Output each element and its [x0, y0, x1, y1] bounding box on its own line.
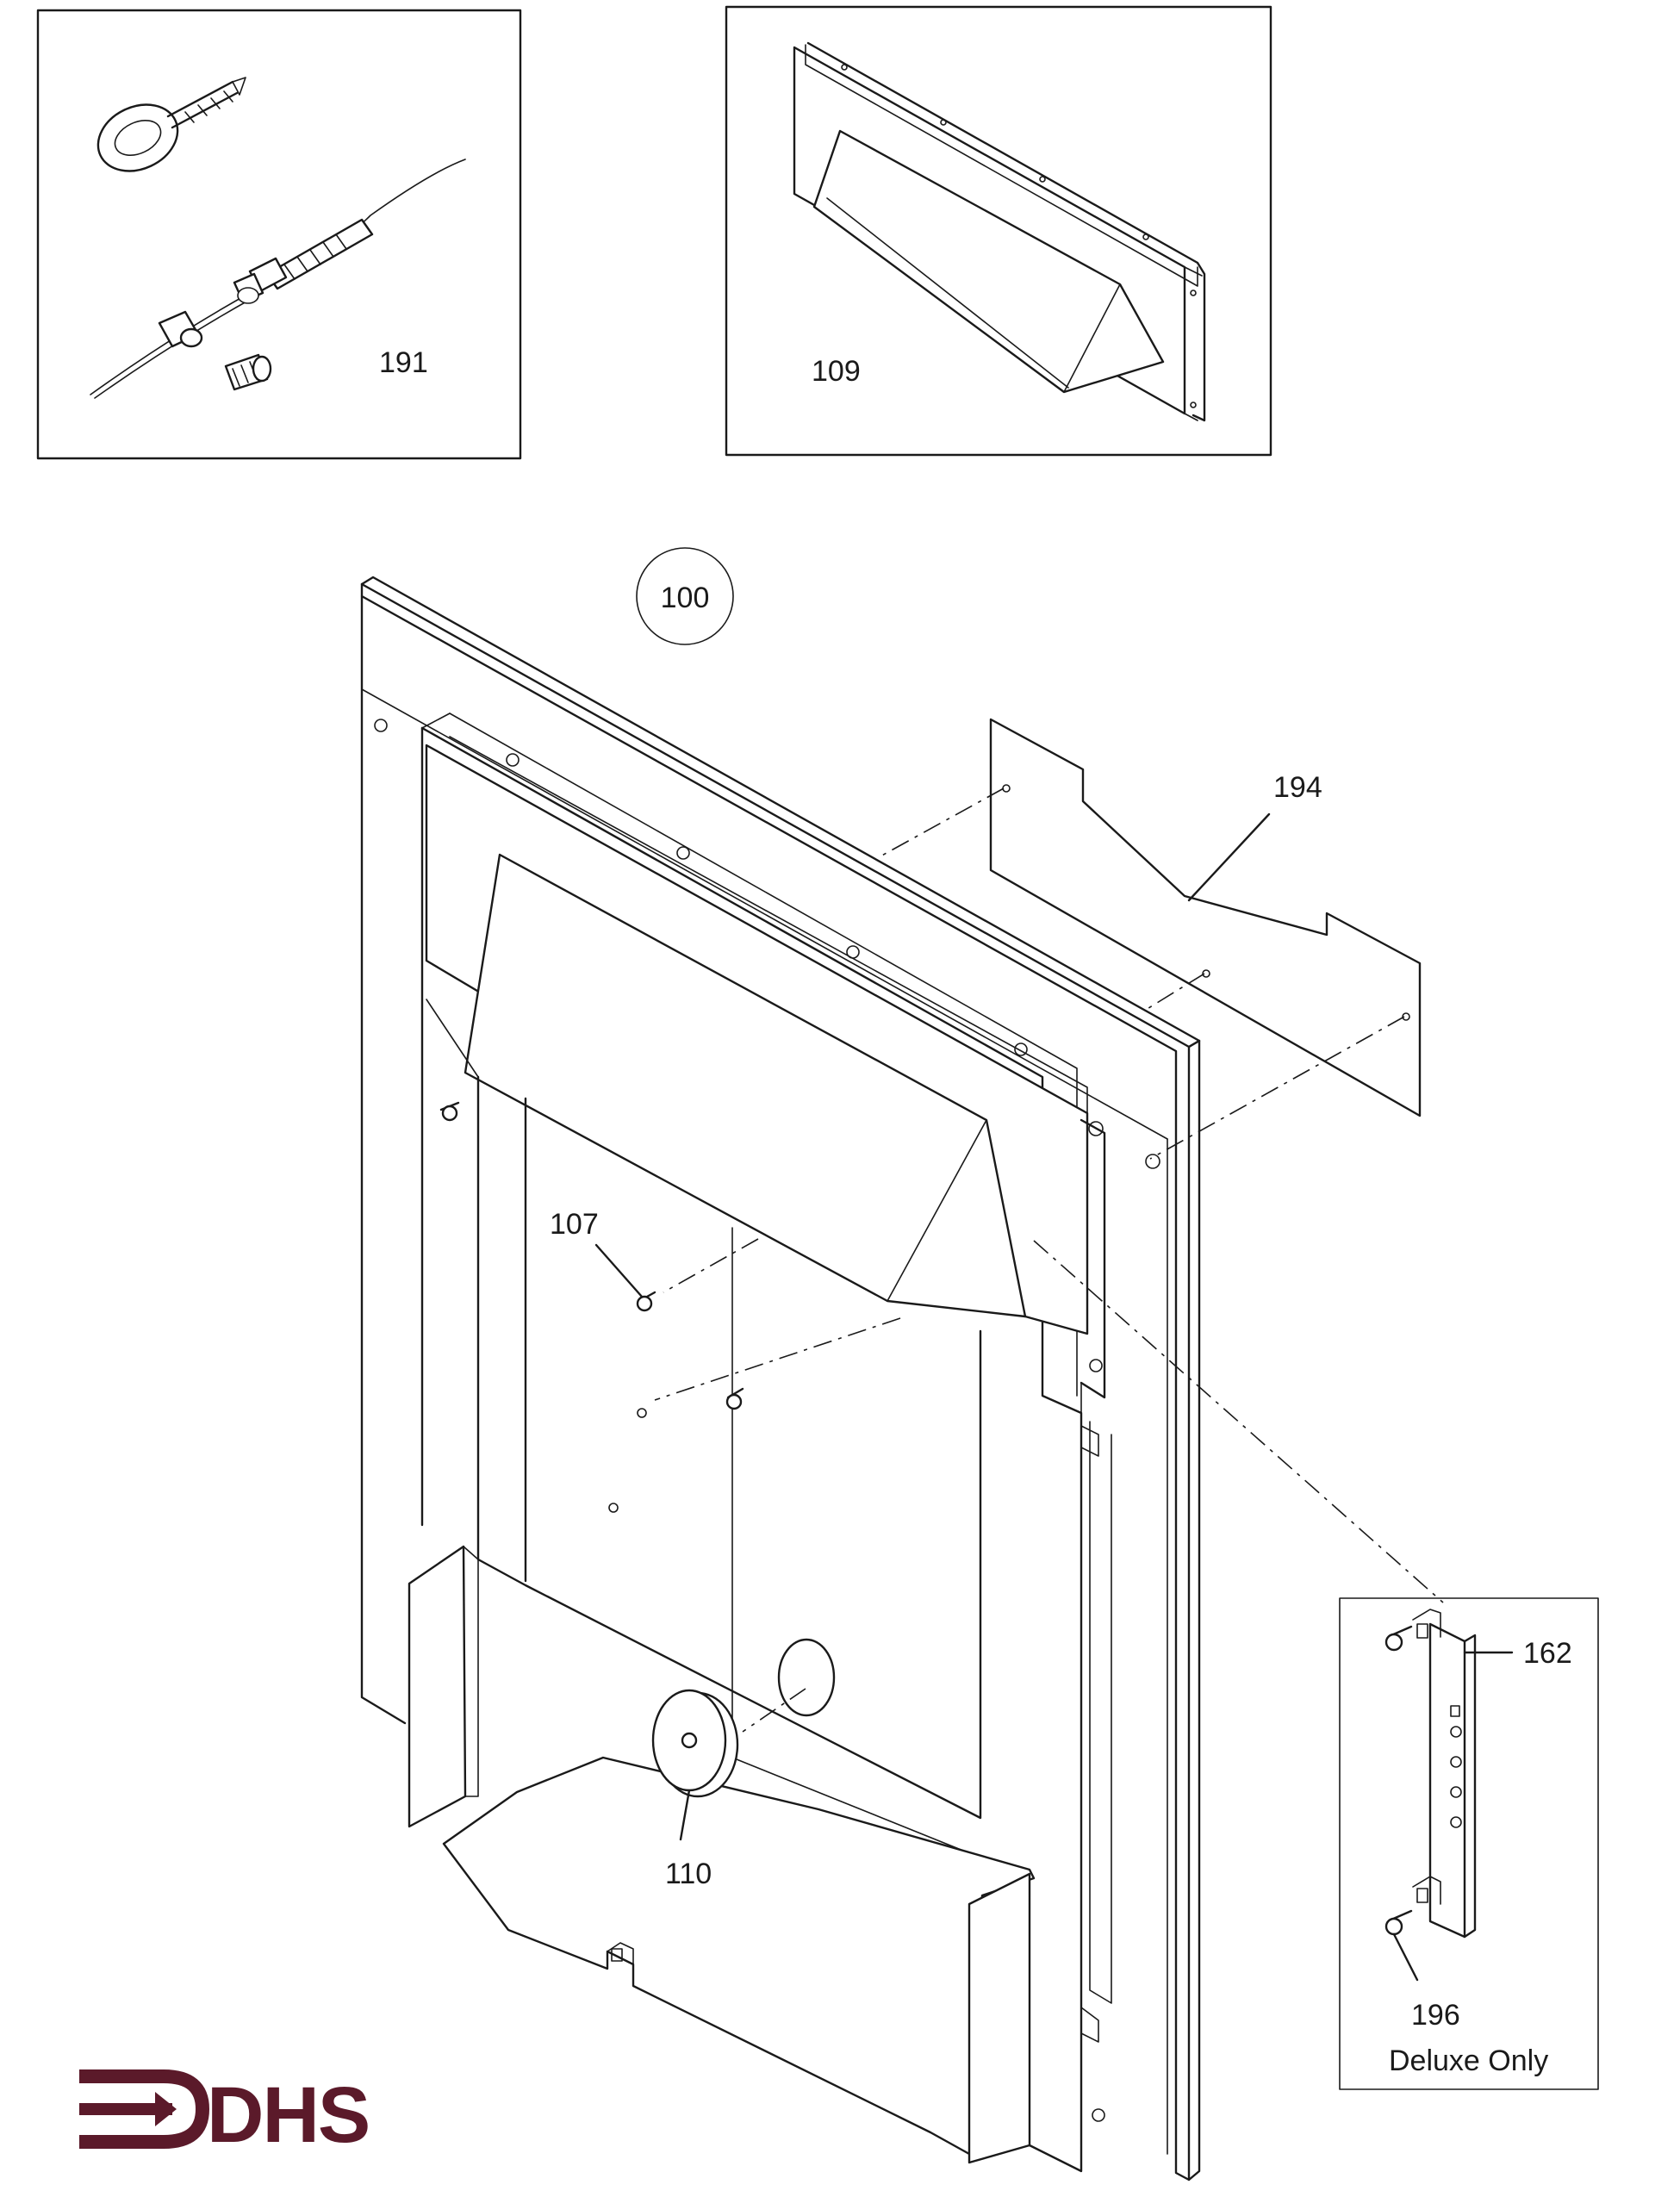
dhs-logo: DHS [79, 2069, 370, 2159]
eye-bolt-icon [96, 77, 246, 172]
main-panel-assembly [360, 576, 1201, 2181]
screw-icon [439, 1101, 460, 1122]
hood-part-icon [793, 41, 1206, 422]
bracket-194: 194 [989, 718, 1422, 1117]
inset-109: 109 [725, 5, 1272, 457]
callout-107: 107 [550, 1208, 599, 1241]
cable-assembly-icon [90, 159, 466, 399]
callout-196: 196 [1411, 1999, 1460, 2032]
control-bar-icon [1412, 1609, 1477, 1939]
deluxe-only-note: Deluxe Only [1389, 2045, 1548, 2077]
screw-icon [636, 1291, 656, 1312]
callout-194: 194 [1273, 771, 1322, 804]
assembly-number-badge: 100 [636, 547, 734, 645]
inset-162: 162 196 Deluxe Only [1339, 1597, 1599, 2090]
inset-191: 191 [36, 9, 522, 460]
callout-109: 109 [812, 355, 861, 388]
logo-text: DHS [207, 2071, 369, 2159]
screw-icon [224, 353, 272, 391]
grommet-icon [651, 1638, 836, 1798]
callout-100: 100 [661, 582, 710, 614]
screw-icon [725, 1387, 744, 1410]
screw-icon [1384, 1625, 1413, 1652]
leader-107 [594, 1243, 644, 1298]
leader-110 [679, 1789, 691, 1841]
callout-191: 191 [379, 346, 428, 379]
callout-110: 110 [665, 1858, 712, 1890]
screw-icon [1384, 1909, 1413, 1936]
callout-162: 162 [1523, 1637, 1572, 1670]
alignment-lines [654, 787, 1444, 1733]
